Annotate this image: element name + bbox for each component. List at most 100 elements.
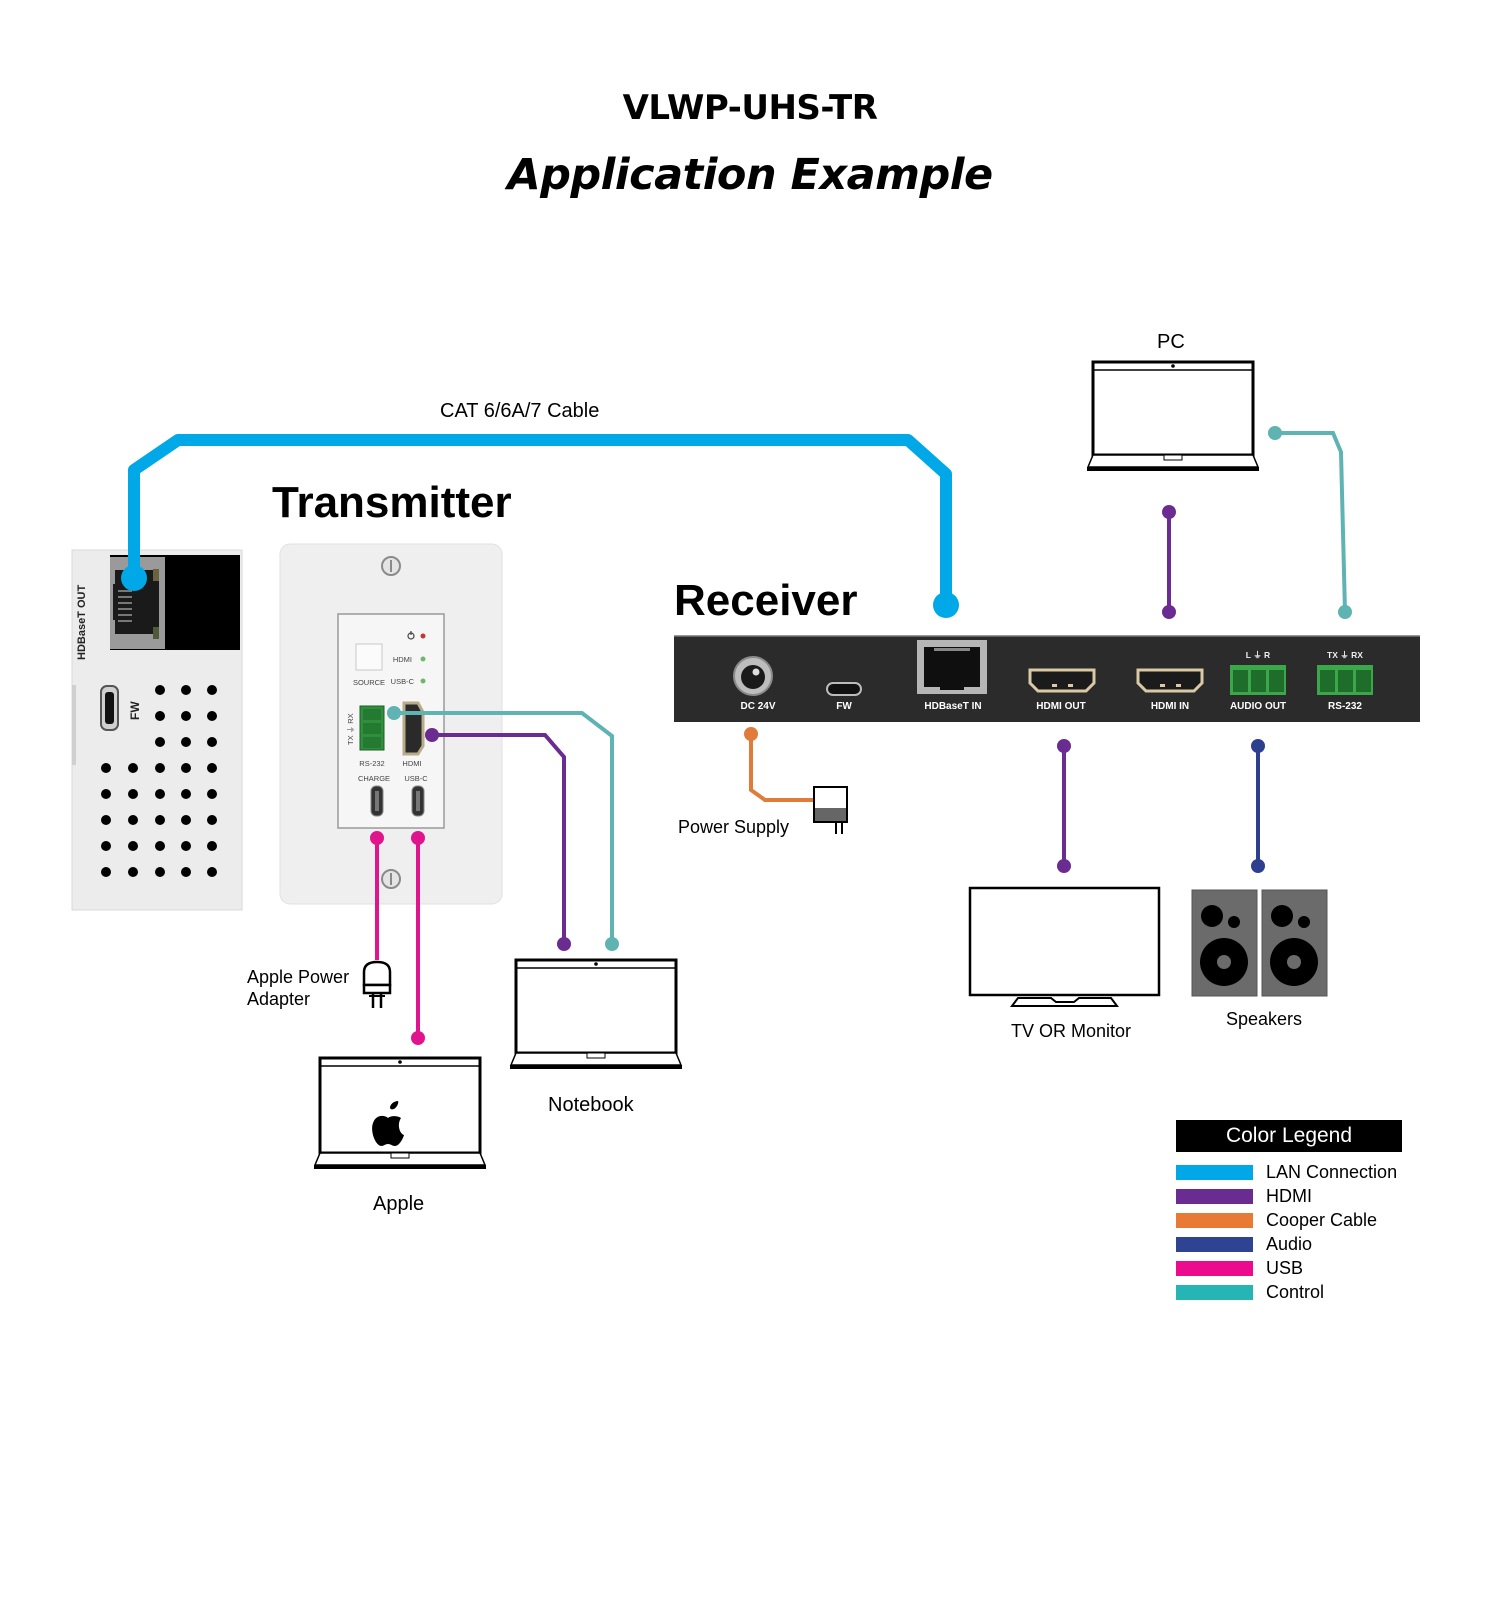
vent-hole (101, 815, 111, 825)
wallplate-front: SOURCE HDMI USB-C TX ⏚ RX RS-232 HDMI CH… (279, 543, 503, 905)
legend-swatch (1176, 1260, 1253, 1276)
laptop-part (398, 1060, 402, 1064)
notebook-laptop-icon[interactable] (509, 958, 683, 1069)
vent-hole (128, 763, 138, 773)
usbc-led-label: USB-C (391, 677, 415, 686)
vent-hole (101, 789, 111, 799)
receiver-device: L ⏚ R TX ⏚ RX DC 24V FW HDBaseT IN HDMI … (674, 635, 1420, 722)
laptop-part (514, 958, 678, 1055)
legend-label: Audio (1266, 1233, 1313, 1254)
hdmi-connector-rx-out (1057, 739, 1071, 753)
hdmi-out-port[interactable] (1028, 668, 1096, 693)
control-connector-tx (387, 706, 401, 720)
tx-hdmi-port[interactable] (402, 701, 425, 756)
rx-rs232-terminal[interactable] (1317, 665, 1373, 695)
hdmi-in-port[interactable] (1136, 668, 1204, 693)
audio-connector-rx (1251, 739, 1265, 753)
fw-microusb-port[interactable] (100, 685, 119, 731)
vent-hole (155, 737, 165, 747)
hdbaset-in-port[interactable] (917, 640, 987, 694)
legend-swatch (1176, 1212, 1253, 1228)
vent-hole (155, 867, 165, 877)
vent-hole (207, 841, 217, 851)
rx-rs232-label: RS-232 (1328, 701, 1362, 712)
vent-hole (181, 737, 191, 747)
audio-out-terminal[interactable] (1230, 665, 1286, 695)
tx-rs232-terminal[interactable] (359, 705, 385, 751)
apple-power-adapter-label-line1: Apple Power (247, 967, 350, 987)
hdmi-out-label: HDMI OUT (1036, 701, 1085, 712)
screw-bottom-icon (381, 869, 401, 889)
page-title: Application Example (507, 150, 993, 200)
speakers-icon[interactable] (1191, 889, 1328, 997)
legend-item: USB (1176, 1256, 1402, 1280)
hdmi-led (420, 656, 426, 662)
vent-hole (101, 841, 111, 851)
legend-item: HDMI (1176, 1184, 1402, 1208)
laptop-part (586, 1052, 606, 1059)
usbc-led (420, 678, 426, 684)
tx-usbc-port[interactable] (411, 785, 425, 817)
control-connector-pc (1268, 426, 1282, 440)
model-title: VLWP-UHS-TR (622, 88, 878, 128)
audio-pin-label: L ⏚ R (1246, 650, 1270, 660)
legend-swatch (1176, 1164, 1253, 1180)
hdbaset-in-label: HDBaseT IN (924, 701, 981, 712)
vent-hole (207, 711, 217, 721)
vent-hole (207, 737, 217, 747)
lan-connector-rx (933, 592, 959, 618)
apple-logo-icon (372, 1101, 404, 1146)
vent-hole (207, 789, 217, 799)
legend-item: LAN Connection (1176, 1160, 1402, 1184)
legend-swatch (1176, 1284, 1253, 1300)
vent-hole (181, 815, 191, 825)
hdmi-cable-notebook (432, 733, 566, 944)
transmitter-heading: Transmitter (272, 478, 512, 527)
dc-24v-jack[interactable] (733, 656, 773, 696)
hdmi-connector-tv (1057, 859, 1071, 873)
vent-hole (101, 867, 111, 877)
rx-fw-label: FW (836, 701, 852, 712)
hdmi-connector-pc (1162, 505, 1176, 519)
control-connector-notebook (605, 937, 619, 951)
audio-connector-speakers (1251, 859, 1265, 873)
vent-hole (128, 789, 138, 799)
laptop-part (594, 962, 598, 966)
legend-label: Cooper Cable (1266, 1209, 1378, 1230)
vent-holes (101, 685, 217, 877)
audio-out-label: AUDIO OUT (1230, 701, 1286, 712)
vent-hole (128, 815, 138, 825)
vent-hole (128, 867, 138, 877)
laptop-part (1087, 467, 1259, 471)
pc-label: PC (1157, 331, 1185, 353)
speakers-label: Speakers (1226, 1009, 1303, 1029)
tv-monitor-icon[interactable] (968, 886, 1161, 1007)
charge-usbc-port[interactable] (370, 785, 384, 817)
copper-cable-power (749, 734, 816, 802)
notebook-label: Notebook (548, 1094, 634, 1116)
usb-connector-apple (411, 1031, 425, 1045)
vent-hole (181, 841, 191, 851)
dc-24v-label: DC 24V (740, 701, 775, 712)
charge-label: CHARGE (358, 774, 390, 783)
cables (121, 426, 1352, 1045)
tx-rx-pin-label: TX ⏚ RX (346, 713, 355, 745)
vent-hole (155, 815, 165, 825)
lan-cable (128, 434, 952, 605)
side-groove (72, 685, 76, 765)
rs232-pin-label: TX ⏚ RX (1327, 650, 1363, 660)
vent-hole (128, 841, 138, 851)
control-cable-pc (1275, 431, 1347, 613)
pc-laptop-icon[interactable] (1086, 360, 1260, 471)
apple-laptop-icon[interactable] (313, 1056, 487, 1169)
vent-hole (155, 711, 165, 721)
cable-label: CAT 6/6A/7 Cable (440, 400, 600, 422)
laptop-part (510, 1065, 682, 1069)
tx-usbc-label: USB-C (404, 774, 428, 783)
receiver-heading: Receiver (674, 576, 858, 625)
rx-fw-microusb-port[interactable] (826, 682, 862, 696)
source-button[interactable] (355, 643, 383, 671)
tv-monitor-label: TV OR Monitor (1011, 1021, 1132, 1041)
power-led-icon (407, 631, 415, 640)
